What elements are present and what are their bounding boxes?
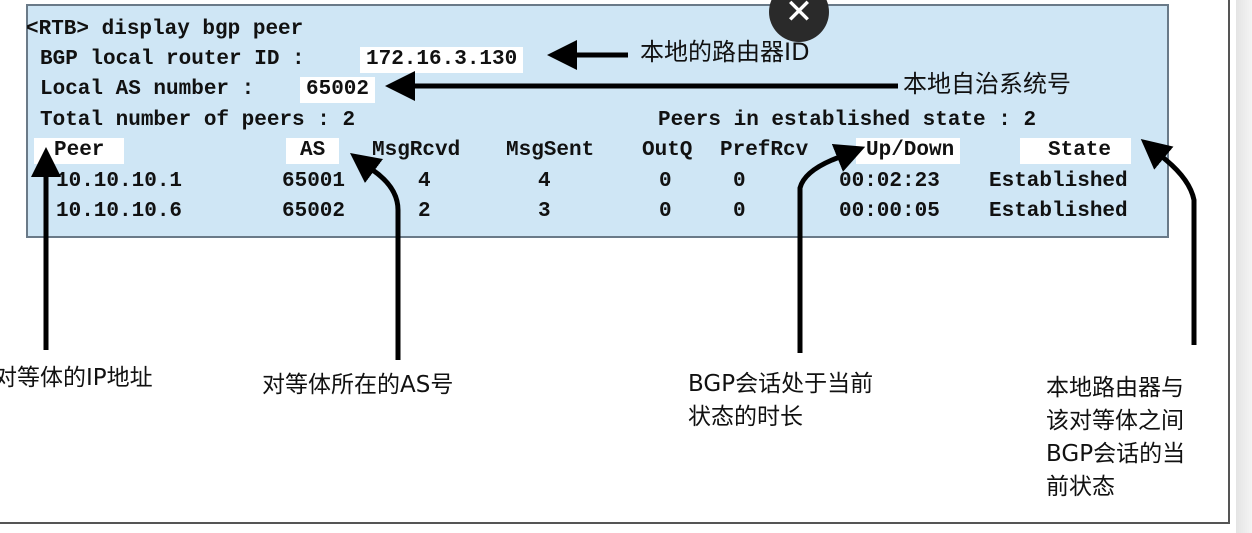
- note-updown: BGP会话处于当前 状态的时长: [688, 371, 874, 430]
- established-peers-line: Peers in established state : 2: [658, 109, 1037, 132]
- row1-updown: 00:02:23: [839, 170, 940, 193]
- row2-peer: 10.10.10.6: [56, 200, 183, 223]
- row2-updown: 00:00:05: [839, 200, 940, 223]
- console-output: [26, 4, 1169, 238]
- row2-state: Established: [989, 200, 1128, 223]
- header-outq: OutQ: [642, 139, 693, 162]
- row1-outq: 0: [659, 170, 672, 193]
- header-state: State: [1020, 138, 1132, 164]
- header-prefrcv: PrefRcv: [720, 139, 809, 162]
- note-peer-as: 对等体所在的AS号: [262, 372, 454, 398]
- arrow-updown: [797, 143, 866, 353]
- row2-msgrcvd: 2: [418, 200, 431, 223]
- command-line: <RTB> display bgp peer: [26, 18, 304, 41]
- row2-prefrcv: 0: [733, 200, 746, 223]
- total-peers-line: Total number of peers : 2: [40, 109, 356, 132]
- row2-outq: 0: [659, 200, 672, 223]
- window-edge: [1236, 0, 1252, 533]
- header-as: AS: [286, 138, 340, 164]
- local-as-value: 65002: [300, 77, 376, 103]
- note-state: 本地路由器与 该对等体之间 BGP会话的当 前状态: [1046, 375, 1186, 500]
- row1-peer: 10.10.10.1: [56, 170, 183, 193]
- note-router-id: 本地的路由器ID: [640, 38, 810, 66]
- router-id-value: 172.16.3.130: [360, 47, 524, 73]
- arrow-state: [1140, 138, 1197, 345]
- row2-as: 65002: [282, 200, 346, 223]
- header-msgsent: MsgSent: [506, 139, 595, 162]
- header-updown: Up/Down: [856, 138, 961, 164]
- local-as-label: Local AS number :: [40, 78, 255, 101]
- row1-as: 65001: [282, 170, 346, 193]
- router-id-label: BGP local router ID :: [40, 48, 305, 71]
- note-local-as: 本地自治系统号: [903, 70, 1071, 98]
- arrow-peer-as: [350, 153, 401, 360]
- row1-prefrcv: 0: [733, 170, 746, 193]
- row2-msgsent: 3: [538, 200, 551, 223]
- row1-state: Established: [989, 170, 1128, 193]
- header-msgrcvd: MsgRcvd: [372, 139, 461, 162]
- row1-msgsent: 4: [538, 170, 551, 193]
- row1-msgrcvd: 4: [418, 170, 431, 193]
- note-peer-ip: 对等体的IP地址: [0, 365, 153, 391]
- close-icon: ✕: [784, 0, 814, 32]
